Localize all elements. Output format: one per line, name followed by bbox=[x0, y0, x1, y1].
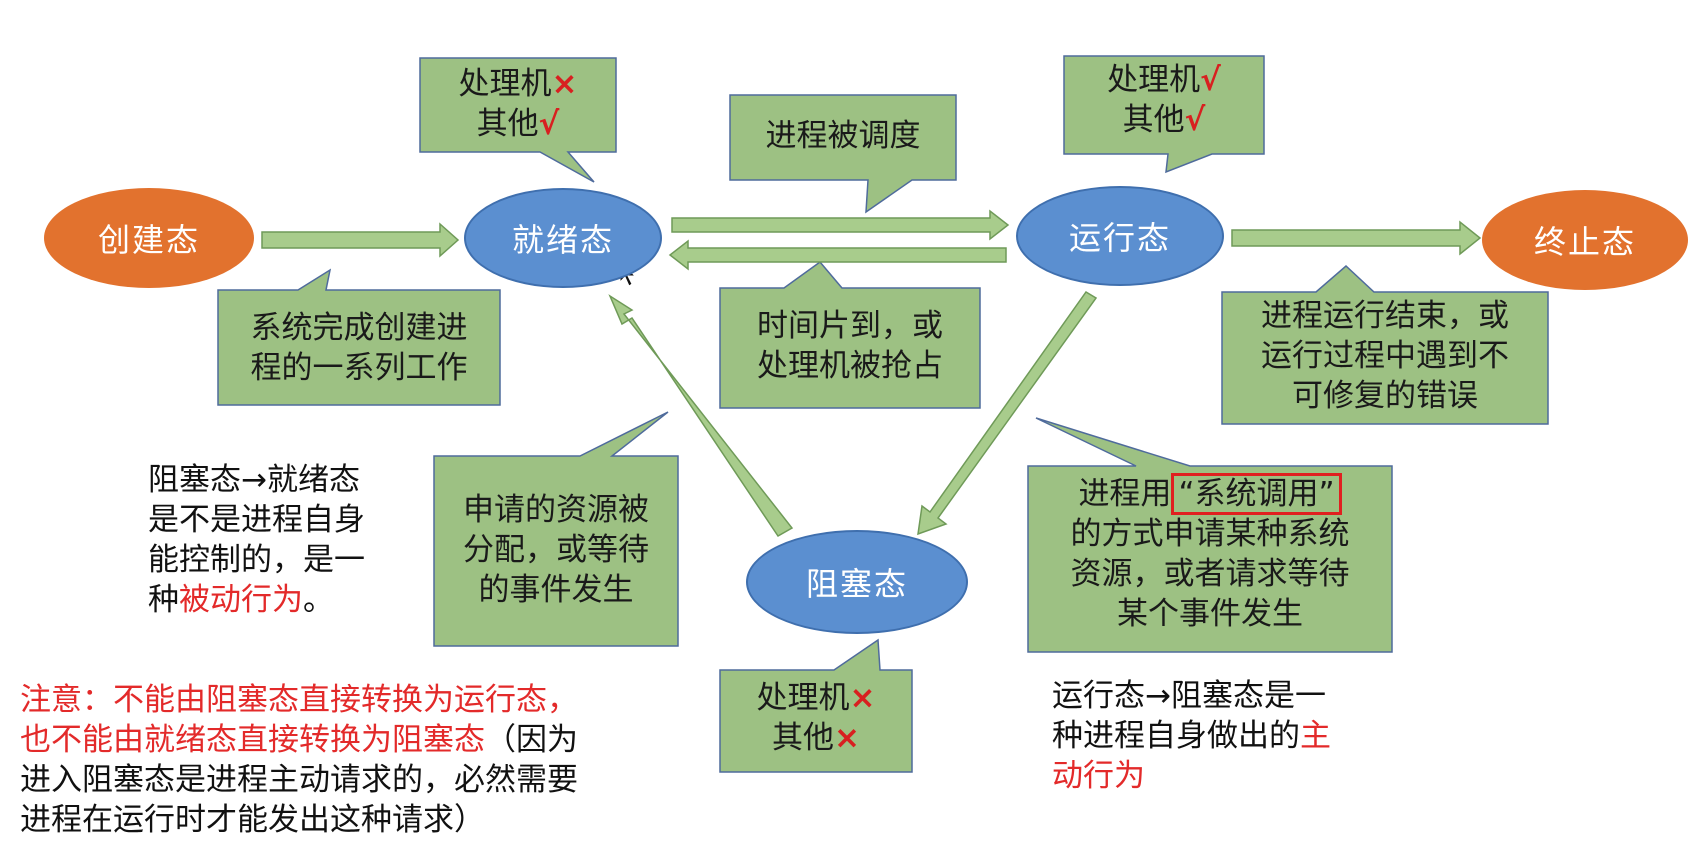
state-created: 创建态 bbox=[44, 188, 254, 288]
transition-arrows bbox=[261, 209, 1482, 537]
callout-line: 可修复的错误 bbox=[1292, 378, 1478, 414]
state-created-label: 创建态 bbox=[97, 221, 200, 259]
state-ready-label: 就绪态 bbox=[511, 221, 614, 259]
note-line: 种进程自身做出的 bbox=[1052, 718, 1300, 754]
state-ready: 就绪态 bbox=[464, 188, 662, 288]
cross-icon: × bbox=[834, 720, 860, 756]
note-line: 种 bbox=[148, 582, 179, 618]
note-line: 运行态→阻塞态是一 bbox=[1052, 678, 1326, 714]
callout-shapes bbox=[217, 55, 1549, 773]
note-line: 。 bbox=[303, 582, 334, 618]
callout-syscall-shape bbox=[1027, 417, 1393, 653]
callout-scheduled: 进程被调度 bbox=[730, 116, 956, 156]
warning-line: （因为 bbox=[485, 722, 578, 758]
state-running-label: 运行态 bbox=[1068, 219, 1171, 257]
callout-running-resources: 处理机√ 其他√ bbox=[1064, 60, 1264, 140]
check-icon: √ bbox=[538, 106, 560, 142]
arrow-ready-to-running bbox=[671, 209, 1010, 241]
passive-behavior-highlight: 被动行为 bbox=[179, 582, 303, 618]
callout-line: 的事件发生 bbox=[478, 572, 634, 608]
callout-line: 处理机被抢占 bbox=[757, 348, 943, 384]
callout-line: 时间片到，或 bbox=[757, 308, 943, 344]
callout-running-resources-shape bbox=[1063, 55, 1265, 174]
callout-create-done: 系统完成创建进 程的一系列工作 bbox=[218, 308, 500, 388]
other-label: 其他 bbox=[772, 720, 834, 756]
warning-line: 注意：不能由阻塞态直接转换为运行态， bbox=[20, 682, 578, 718]
state-terminated: 终止态 bbox=[1482, 190, 1688, 290]
callout-timeslice-shape bbox=[719, 260, 981, 409]
warning-line: 进入阻塞态是进程主动请求的，必然需要 bbox=[20, 762, 578, 798]
check-icon: √ bbox=[1184, 102, 1206, 138]
callout-blocked-resources: 处理机× 其他× bbox=[720, 678, 912, 758]
cross-icon: × bbox=[551, 66, 578, 102]
state-blocked: 阻塞态 bbox=[746, 530, 968, 634]
processor-label: 处理机 bbox=[458, 66, 552, 102]
callout-line: 资源，或者请求等待 bbox=[1070, 556, 1350, 592]
other-label: 其他 bbox=[1122, 102, 1185, 138]
callout-line: 的方式申请某种系统 bbox=[1070, 516, 1350, 552]
callout-resource-allocated-shape bbox=[433, 411, 679, 647]
callout-line: 某个事件发生 bbox=[1117, 596, 1303, 632]
callout-line: 系统完成创建进 bbox=[250, 310, 468, 346]
callout-line: 申请的资源被 bbox=[463, 492, 649, 528]
note-line: 能控制的，是一 bbox=[148, 542, 365, 578]
note-line: 阻塞态→就绪态 bbox=[148, 462, 360, 498]
callout-timeslice: 时间片到，或 处理机被抢占 bbox=[720, 306, 980, 386]
callout-line: 程的一系列工作 bbox=[250, 350, 468, 386]
callout-line: 进程运行结束，或 bbox=[1261, 298, 1509, 334]
processor-label: 处理机 bbox=[756, 680, 850, 716]
syscall-highlight: “系统调用” bbox=[1171, 473, 1342, 515]
cross-icon: × bbox=[849, 680, 876, 716]
warning-line: 也不能由就绪态直接转换为阻塞态 bbox=[20, 722, 485, 758]
processor-label: 处理机 bbox=[1107, 62, 1201, 98]
callout-scheduled-text: 进程被调度 bbox=[765, 118, 921, 154]
callout-terminate-shape bbox=[1221, 264, 1549, 425]
arrow-created-to-ready bbox=[261, 222, 460, 258]
callout-line: 分配，或等待 bbox=[463, 532, 649, 568]
callout-ready-resources: 处理机× 其他√ bbox=[420, 64, 616, 144]
callout-line: 进程用 bbox=[1078, 476, 1172, 512]
callout-resource-allocated: 申请的资源被 分配，或等待 的事件发生 bbox=[434, 490, 678, 610]
note-warning: 注意：不能由阻塞态直接转换为运行态， 也不能由就绪态直接转换为阻塞态（因为 进入… bbox=[20, 680, 700, 840]
active-behavior-highlight: 主 bbox=[1300, 718, 1331, 754]
arrow-running-to-terminated bbox=[1231, 220, 1482, 256]
callout-blocked-resources-shape bbox=[719, 638, 913, 773]
state-running: 运行态 bbox=[1016, 186, 1224, 286]
other-label: 其他 bbox=[476, 106, 539, 142]
callout-ready-resources-shape bbox=[419, 57, 617, 183]
active-behavior-highlight: 动行为 bbox=[1052, 758, 1145, 794]
note-passive-behavior: 阻塞态→就绪态 是不是进程自身 能控制的，是一 种被动行为。 bbox=[148, 460, 448, 620]
callout-terminate: 进程运行结束，或 运行过程中遇到不 可修复的错误 bbox=[1222, 296, 1548, 416]
state-blocked-label: 阻塞态 bbox=[805, 565, 908, 603]
check-icon: √ bbox=[1200, 62, 1221, 98]
arrow-running-to-blocked bbox=[917, 290, 1098, 536]
state-terminated-label: 终止态 bbox=[1533, 223, 1636, 261]
arrow-blocked-to-ready bbox=[608, 294, 794, 537]
warning-line: 进程在运行时才能发出这种请求） bbox=[20, 802, 485, 838]
callout-syscall: 进程用“系统调用” 的方式申请某种系统 资源，或者请求等待 某个事件发生 bbox=[1028, 473, 1392, 634]
note-line: 是不是进程自身 bbox=[148, 502, 365, 538]
callout-scheduled-shape bbox=[729, 94, 957, 214]
callout-line: 运行过程中遇到不 bbox=[1261, 338, 1509, 374]
callout-create-done-shape bbox=[217, 268, 501, 406]
note-active-behavior: 运行态→阻塞态是一 种进程自身做出的主 动行为 bbox=[1052, 676, 1412, 796]
arrow-running-to-ready bbox=[668, 239, 1007, 271]
